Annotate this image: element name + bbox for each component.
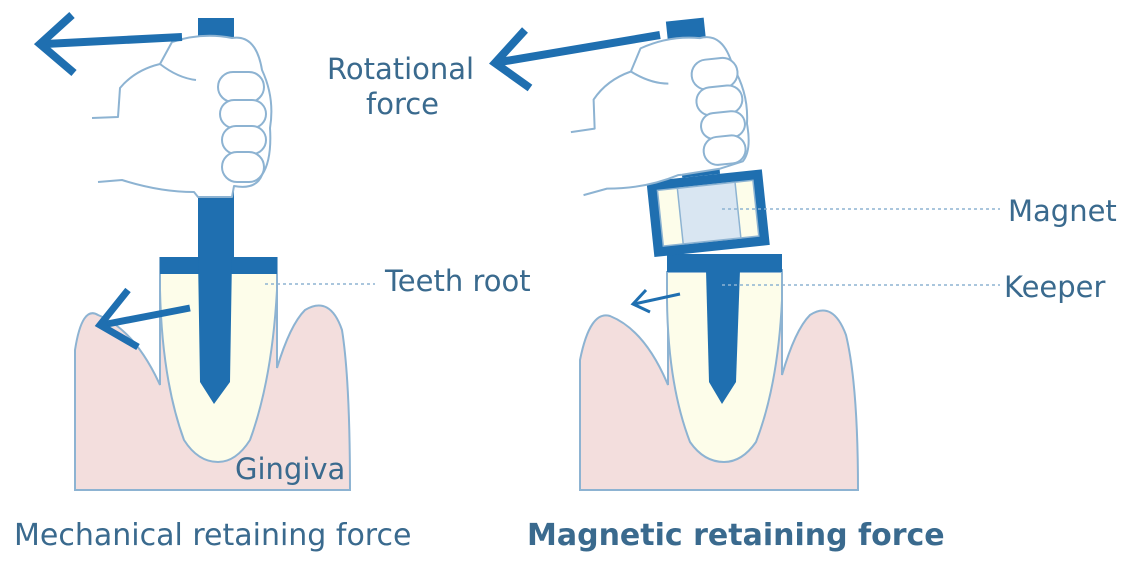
mechanical-illustration — [33, 12, 375, 491]
hand-thumb-left — [159, 63, 197, 81]
rotational-force-label-line1: Rotational — [327, 52, 475, 86]
rotational-force-label-line2: force — [366, 87, 440, 121]
hand-fingers-left — [217, 71, 267, 183]
rotational-force-arrow-icon — [33, 12, 183, 77]
magnetic-illustration — [489, 17, 1000, 491]
retaining-force-arrow-icon — [94, 287, 191, 351]
hand-fingers-right — [690, 56, 747, 166]
retaining-force-arrow-icon — [630, 288, 681, 314]
keeper-label: Keeper — [1004, 270, 1106, 304]
magnet-label: Magnet — [1008, 194, 1117, 228]
gingiva-label: Gingiva — [235, 452, 346, 486]
teeth-root-label: Teeth root — [385, 264, 531, 298]
keeper-post — [706, 270, 740, 404]
magnetic-caption: Magnetic retaining force — [527, 518, 945, 553]
rotational-force-arrow-icon — [489, 27, 661, 92]
magnet-block — [676, 181, 742, 245]
tilted-attachment — [570, 17, 770, 258]
hand-thumb-right — [630, 70, 669, 85]
keeper-cap — [667, 254, 782, 272]
mechanical-caption: Mechanical retaining force — [14, 518, 412, 553]
